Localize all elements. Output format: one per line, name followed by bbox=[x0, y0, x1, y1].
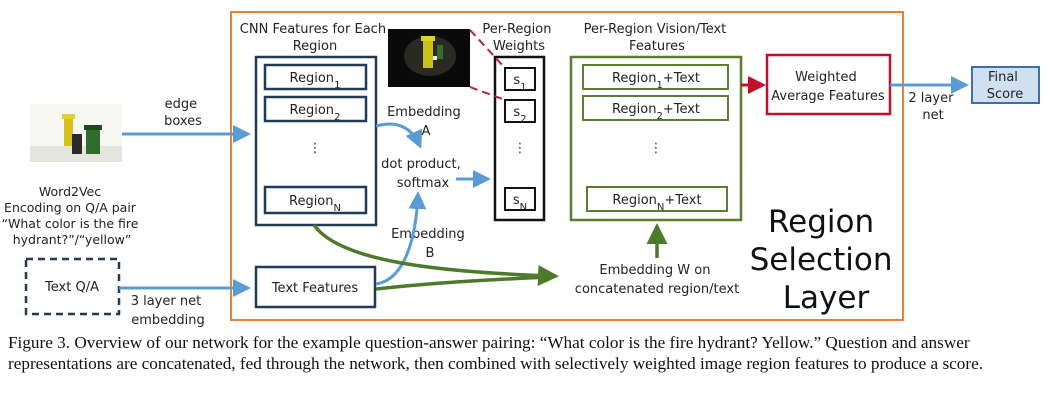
vision-item-n-label: RegionN+Text bbox=[612, 193, 701, 213]
weight-s2-box bbox=[504, 99, 536, 123]
weighted-average-box bbox=[765, 53, 892, 116]
text-features-label: Text Features bbox=[271, 281, 359, 296]
text-features-box bbox=[254, 265, 377, 309]
region-2-label: Region2 bbox=[290, 103, 341, 123]
weight-s1-label: s1 bbox=[513, 73, 526, 93]
green-curve-from-regions bbox=[312, 223, 559, 286]
region-n-box bbox=[263, 185, 368, 215]
region-selection-layer-title: Region Selection Layer bbox=[750, 204, 903, 316]
vision-text-box bbox=[569, 55, 743, 222]
hydrant-thumbnail-image bbox=[388, 29, 470, 87]
vision-item-1-label: Region1+Text bbox=[612, 71, 700, 91]
green-curve-from-text bbox=[375, 275, 553, 291]
vision-item-2-label: Region2+Text bbox=[612, 102, 700, 122]
vision-text-title: Per-Region Vision/Text Features bbox=[584, 22, 731, 54]
zoom-dashed-line-bottom bbox=[469, 86, 506, 101]
diagram-canvas: CNN Features for Each Region Region1 Reg… bbox=[2, 11, 1040, 328]
weights-ellipsis: ⋮ bbox=[514, 141, 527, 156]
weight-s1-box bbox=[504, 67, 536, 91]
region-1-label: Region1 bbox=[290, 71, 341, 91]
weights-box bbox=[493, 55, 546, 222]
region-1-box bbox=[263, 63, 368, 91]
final-score-label: Final Score bbox=[987, 70, 1023, 102]
regions-ellipsis: ⋮ bbox=[309, 141, 322, 156]
zoom-dashed-line-top bbox=[469, 29, 506, 69]
region-selection-layer-box bbox=[230, 11, 904, 321]
dot-product-label: dot product, softmax bbox=[381, 157, 465, 191]
two-layer-net-label: 2 layer net bbox=[908, 91, 957, 123]
weight-sn-box bbox=[504, 187, 536, 211]
vision-ellipsis: ⋮ bbox=[650, 141, 663, 156]
scene-thumbnail-image bbox=[30, 104, 122, 162]
word2vec-label: Word2Vec Encoding on Q/A pair “What colo… bbox=[2, 184, 143, 247]
arrow-embedding-a bbox=[375, 122, 423, 149]
text-qa-label: Text Q/A bbox=[44, 280, 99, 295]
arrow-embedding-b bbox=[375, 191, 427, 286]
weight-s2-label: s2 bbox=[513, 105, 526, 125]
vision-item-2-box bbox=[582, 95, 729, 121]
three-layer-net-label: 3 layer net embedding bbox=[131, 294, 206, 328]
edge-boxes-label: edge boxes bbox=[164, 97, 202, 129]
region-2-box bbox=[263, 95, 368, 123]
cnn-features-title: CNN Features for Each Region bbox=[240, 22, 390, 54]
weight-sn-label: sN bbox=[513, 193, 527, 213]
weights-title: Per-Region Weights bbox=[482, 22, 555, 54]
embedding-b-label: Embedding B bbox=[391, 227, 469, 261]
embedding-w-label: Embedding W on concatenated region/text bbox=[575, 263, 739, 297]
text-qa-box bbox=[24, 257, 121, 316]
weighted-average-label: Weighted Average Features bbox=[771, 70, 885, 104]
figure-caption: Figure 3. Overview of our network for th… bbox=[8, 333, 984, 373]
vision-item-1-box bbox=[582, 64, 729, 90]
embedding-a-label: Embedding A bbox=[387, 105, 465, 139]
final-score-box bbox=[971, 66, 1040, 104]
vision-item-n-box bbox=[586, 186, 728, 212]
region-n-label: RegionN bbox=[289, 194, 341, 214]
